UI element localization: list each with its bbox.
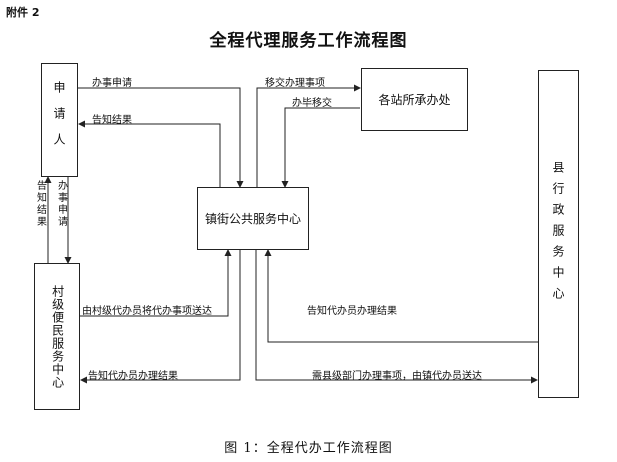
arrow-notify-applicant — [78, 120, 221, 187]
edge-label-notify-left: 告知结果 — [34, 180, 46, 228]
figure-caption: 图 1：全程代办工作流程图 — [224, 441, 393, 456]
node-station-label: 各站所承办处 — [378, 93, 451, 107]
edge-label-notify-applicant: 告知结果 — [92, 115, 132, 126]
node-county: 县行政服务中心 — [538, 70, 579, 398]
node-county-label: 县行政服务中心 — [551, 160, 565, 308]
node-applicant: 申请人 — [41, 63, 78, 177]
node-station: 各站所承办处 — [361, 68, 468, 131]
arrow-town-to-county — [255, 250, 538, 384]
arrow-village-to-town — [80, 249, 232, 317]
arrow-station-done — [281, 107, 360, 188]
edge-label-village-to-town: 由村级代办员将代办事项送达 — [82, 306, 212, 317]
node-village-label: 村级便民服务中心 — [50, 284, 65, 389]
node-village: 村级便民服务中心 — [34, 263, 80, 410]
edge-label-transfer-station: 移交办理事项 — [265, 78, 325, 89]
arrow-transfer-station — [256, 84, 361, 187]
node-applicant-label: 申请人 — [52, 81, 66, 159]
node-town-label: 镇街公共服务中心 — [204, 212, 301, 226]
edge-label-apply-down: 办事申请 — [55, 180, 67, 228]
node-town: 镇街公共服务中心 — [197, 187, 309, 250]
edge-label-town-to-county: 需县级部门办理事项，由镇代办员送达 — [312, 371, 482, 382]
arrow-town-to-village — [80, 250, 241, 384]
edge-label-apply-to-town: 办事申请 — [92, 78, 132, 89]
edge-label-town-notify-village: 告知代办员办理结果 — [88, 371, 178, 382]
arrow-apply-to-town — [78, 87, 244, 188]
attachment-label: 附件 2 — [6, 6, 40, 19]
edge-label-station-done: 办毕移交 — [292, 98, 332, 109]
page-title: 全程代理服务工作流程图 — [209, 31, 408, 51]
edge-label-county-notify: 告知代办员办理结果 — [307, 306, 397, 317]
arrow-county-notify — [264, 249, 538, 343]
